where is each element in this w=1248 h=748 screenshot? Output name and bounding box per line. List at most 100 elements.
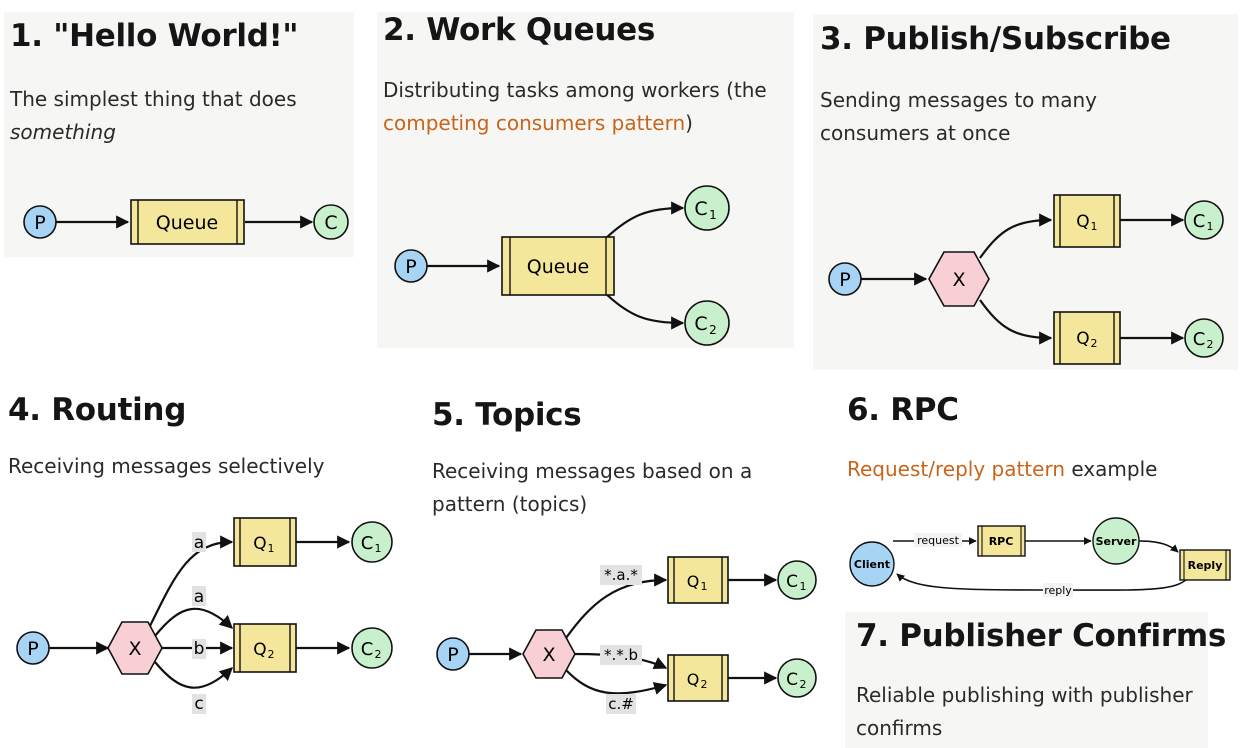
panel-publisher-confirms — [845, 612, 1208, 748]
desc-rpc-rest: example — [1065, 457, 1158, 481]
title-routing: 4. Routing — [8, 392, 187, 428]
svg-text:P: P — [27, 638, 38, 660]
client-node: Client — [849, 541, 895, 587]
exchange-node: X — [522, 629, 576, 679]
svg-text:P: P — [447, 644, 458, 666]
svg-text:1: 1 — [800, 580, 807, 593]
svg-text:C: C — [786, 572, 798, 592]
topic-pattern-label: *.a.* — [600, 565, 642, 585]
queue-2-node: Q 2 — [667, 654, 729, 702]
svg-text:P: P — [839, 269, 850, 291]
reply-queue-node: Reply — [1179, 549, 1231, 581]
svg-text:Q: Q — [253, 534, 266, 554]
edge-x-to-q2-c — [565, 669, 668, 695]
svg-text:X: X — [952, 269, 965, 291]
panel-publish-subscribe — [813, 14, 1238, 370]
title-topics: 5. Topics — [432, 397, 582, 433]
desc-topics-line2: pattern (topics) — [432, 492, 588, 516]
desc-hello-world-emphasis: something — [10, 120, 116, 144]
routing-key-label: b — [192, 639, 206, 659]
consumer-node: C — [313, 204, 349, 240]
title-publish-subscribe: 3. Publish/Subscribe — [820, 21, 1171, 57]
svg-text:C: C — [694, 313, 707, 335]
rpc-reply-label: reply — [1043, 583, 1073, 597]
edge-x-to-q1 — [979, 213, 1053, 259]
svg-text:1: 1 — [709, 208, 717, 222]
diagram-publish-subscribe: P X Q 1 Q 2 C 1 C 2 — [828, 194, 1224, 365]
server-node: Server — [1092, 517, 1140, 565]
producer-node: P — [436, 637, 470, 671]
desc-rpc: Request/reply pattern example — [847, 453, 1157, 486]
rpc-request-label: request — [914, 533, 962, 547]
desc-work-queues-close: ) — [685, 111, 693, 135]
svg-text:1: 1 — [701, 580, 708, 593]
queue-node: Queue — [501, 236, 615, 296]
competing-consumers-link[interactable]: competing consumers pattern — [383, 111, 686, 135]
queue-1-node: Q 1 — [233, 517, 297, 567]
svg-text:Q: Q — [687, 670, 700, 689]
consumer-1-node: C 1 — [684, 185, 730, 231]
request-reply-link[interactable]: Request/reply pattern — [847, 457, 1065, 481]
svg-text:C: C — [1193, 211, 1206, 232]
queue-2-node: Q 2 — [233, 623, 297, 673]
svg-text:c.#: c.# — [608, 695, 634, 713]
desc-work-queues: Distributing tasks among workers (the co… — [383, 74, 767, 140]
svg-text:P: P — [405, 256, 416, 278]
producer-node: P — [16, 631, 50, 665]
svg-text:C: C — [786, 670, 798, 690]
desc-publisher-confirms-line2: confirms — [856, 716, 943, 740]
svg-text:2: 2 — [268, 648, 275, 661]
desc-topics-line1: Receiving messages based on a — [432, 459, 753, 483]
svg-text:2: 2 — [709, 323, 717, 337]
producer-node: P — [23, 205, 57, 239]
edge-x-to-q1-a — [149, 535, 234, 627]
exchange-node: X — [107, 621, 163, 675]
title-work-queues: 2. Work Queues — [383, 12, 656, 48]
svg-text:c: c — [194, 694, 203, 714]
svg-text:P: P — [34, 212, 45, 234]
diagram-hello-world: P Queue C — [23, 199, 349, 245]
title-rpc: 6. RPC — [847, 392, 959, 428]
svg-text:request: request — [917, 534, 960, 547]
desc-hello-world: The simplest thing that does something — [10, 83, 297, 149]
queue-node: Queue — [130, 199, 245, 245]
svg-text:Queue: Queue — [156, 212, 218, 234]
topic-pattern-label: *.*.b — [600, 645, 642, 665]
consumer-1-node: C 1 — [777, 560, 817, 600]
diagram-rpc: request reply Client RPC Server Reply — [849, 517, 1231, 597]
edge-server-to-reply — [1138, 540, 1179, 553]
routing-key-label: a — [192, 532, 206, 553]
diagram-work-queues: P Queue C 1 C 2 — [394, 185, 730, 346]
edge-x-to-q2-a — [154, 607, 233, 637]
title-publisher-confirms: 7. Publisher Confirms — [856, 618, 1226, 654]
svg-text:1: 1 — [1091, 220, 1098, 233]
consumer-2-node: C 2 — [1184, 318, 1224, 358]
producer-node: P — [394, 249, 428, 283]
svg-text:*.*.b: *.*.b — [604, 646, 638, 664]
svg-text:2: 2 — [800, 678, 807, 691]
queue-2-node: Q 2 — [1053, 311, 1121, 365]
routing-key-label: a — [192, 586, 206, 607]
svg-text:2: 2 — [375, 648, 382, 661]
svg-text:X: X — [542, 644, 555, 666]
svg-text:Reply: Reply — [1188, 559, 1223, 572]
consumer-2-node: C 2 — [684, 300, 730, 346]
svg-text:2: 2 — [701, 678, 708, 691]
svg-text:C: C — [361, 533, 374, 554]
consumer-2-node: C 2 — [351, 627, 393, 669]
svg-text:Q: Q — [1076, 212, 1089, 232]
desc-publisher-confirms: Reliable publishing with publisher confi… — [856, 679, 1193, 745]
svg-text:Server: Server — [1096, 535, 1137, 548]
svg-text:C: C — [1193, 329, 1206, 350]
consumer-2-node: C 2 — [777, 658, 817, 698]
title-hello-world: 1. "Hello World!" — [10, 18, 299, 54]
svg-text:Q: Q — [687, 572, 700, 591]
queue-1-node: Q 1 — [1053, 194, 1121, 248]
consumer-1-node: C 1 — [351, 521, 393, 563]
edge-x-to-q1 — [565, 573, 668, 639]
desc-routing-line1: Receiving messages selectively — [8, 454, 325, 478]
svg-text:Q: Q — [1076, 329, 1089, 349]
edge-x-to-q2 — [979, 299, 1053, 345]
exchange-node: X — [928, 251, 990, 307]
svg-text:b: b — [194, 639, 205, 659]
